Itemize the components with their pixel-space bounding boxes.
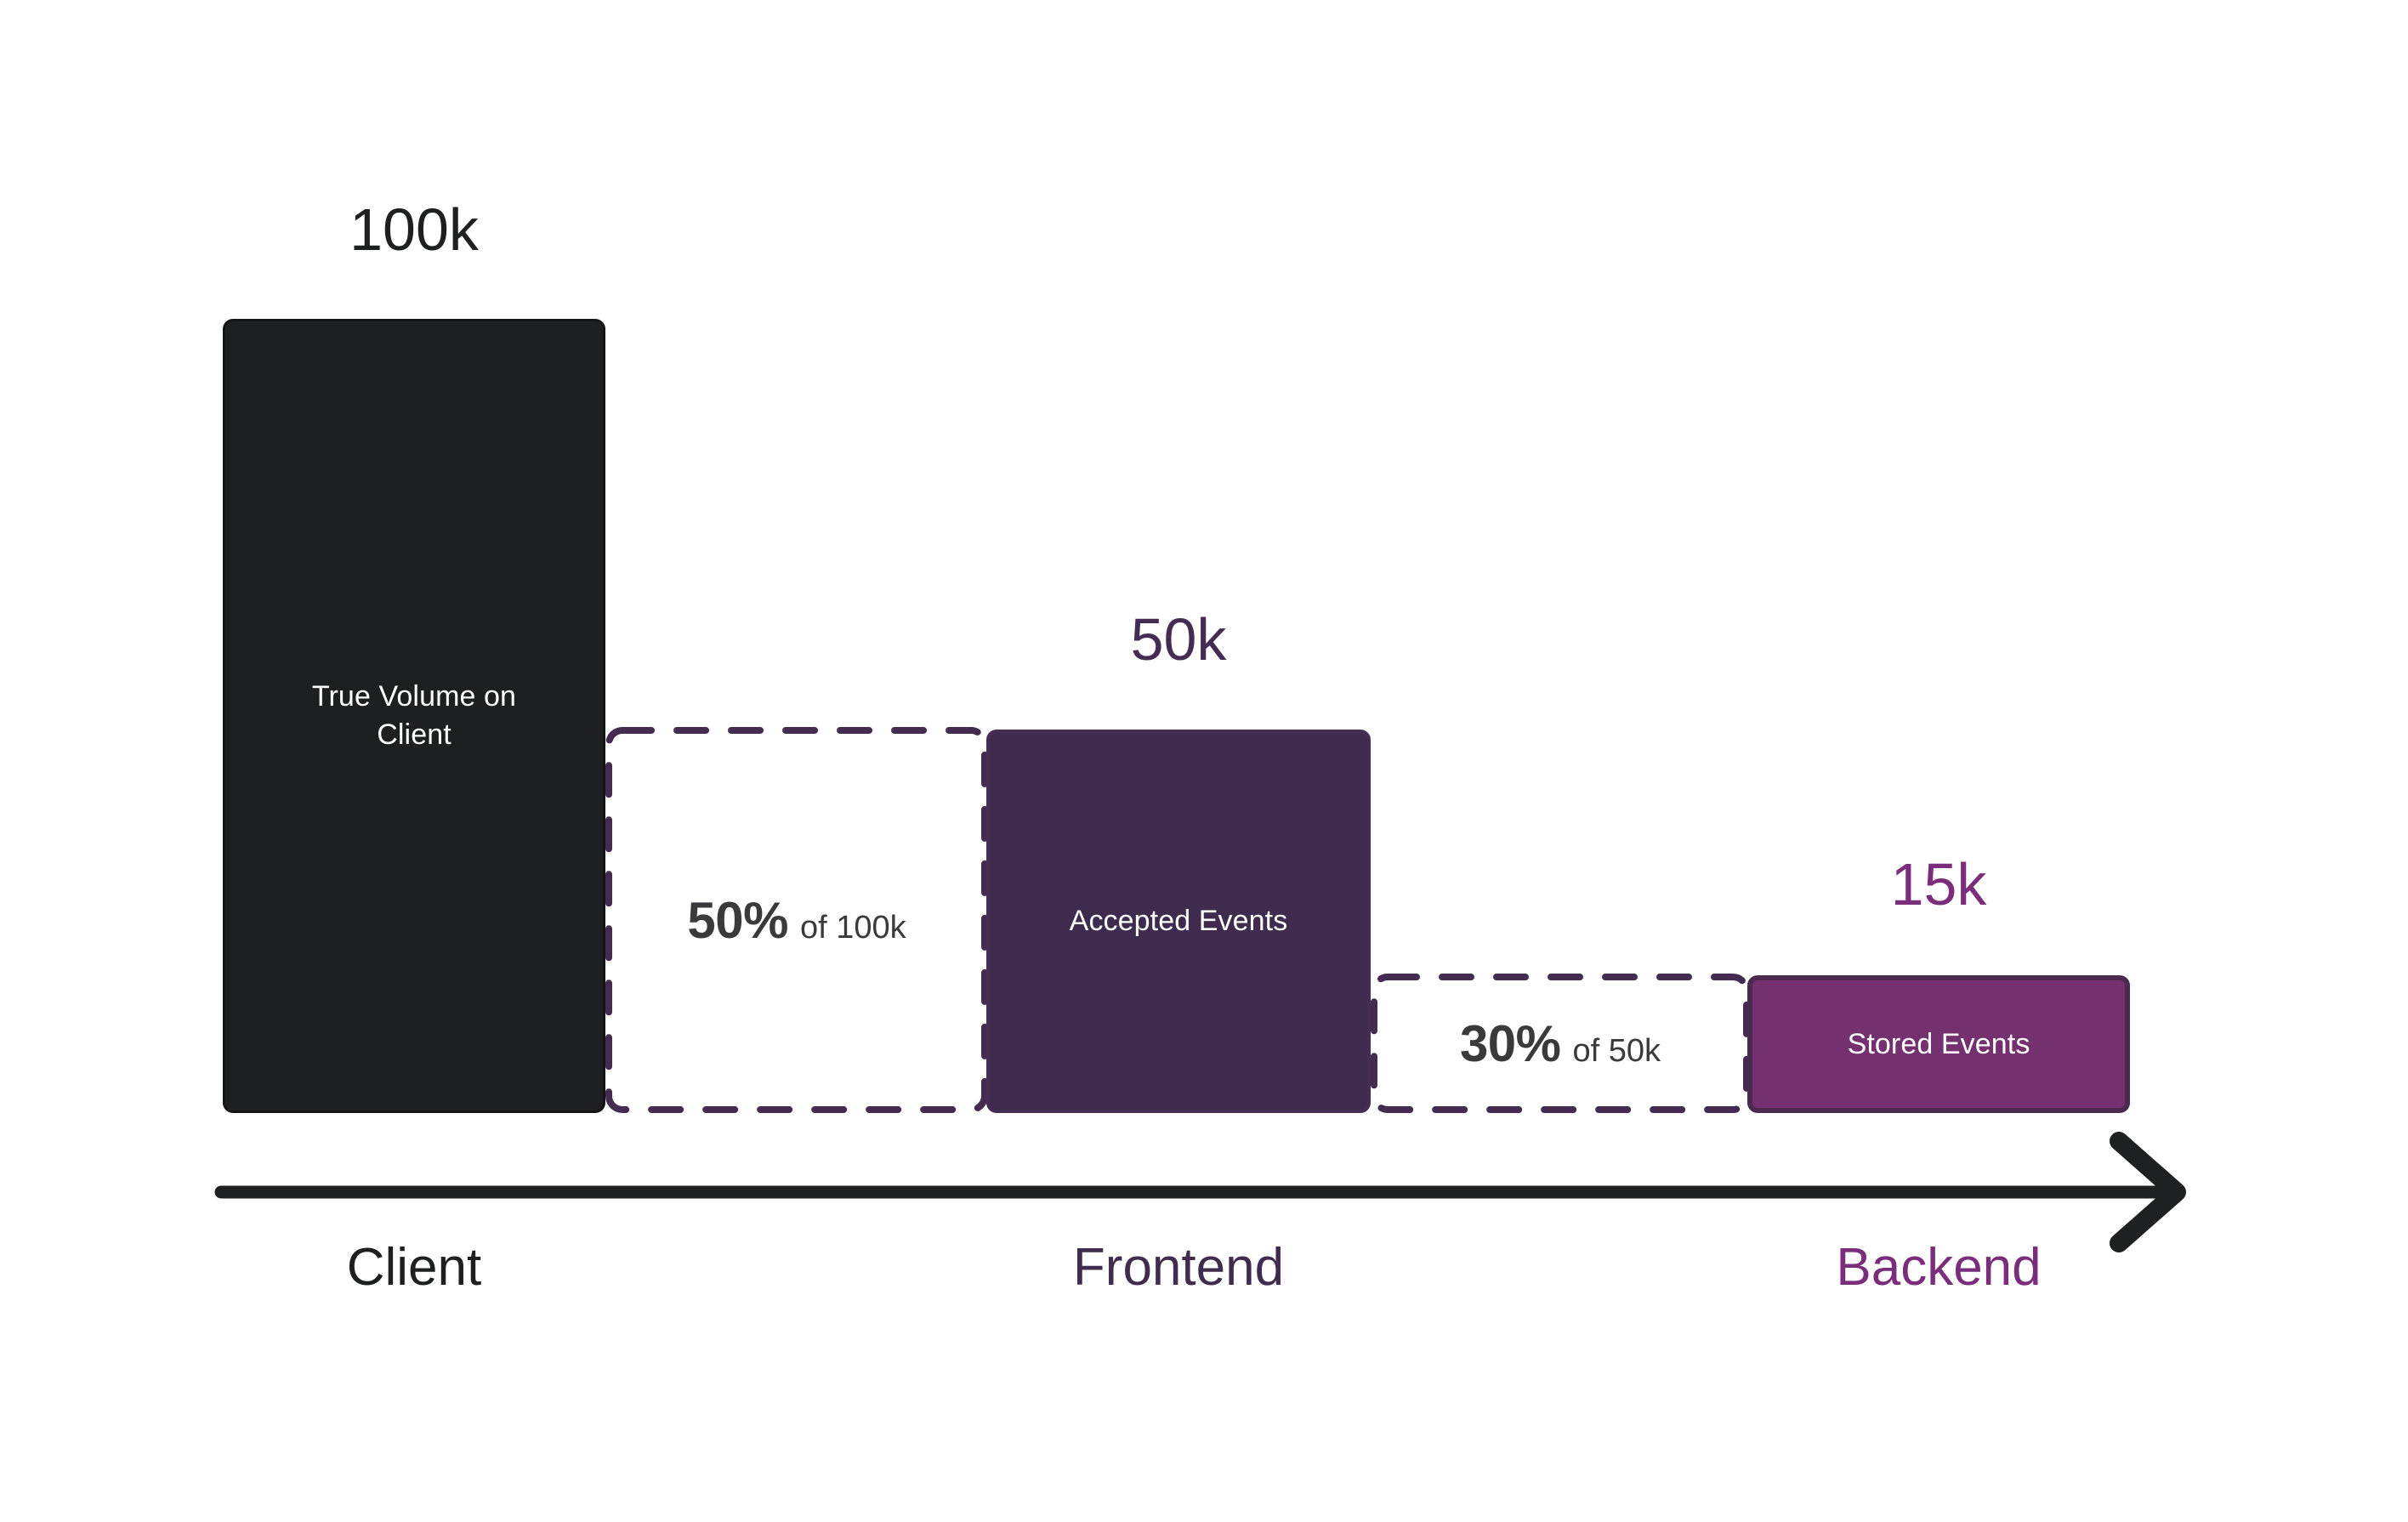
dashed-outline-icon bbox=[1371, 974, 1750, 1113]
stage-label-backend: Backend bbox=[1836, 1238, 2042, 1297]
drop-of-1: of 100k bbox=[799, 909, 906, 946]
drop-annotation-2: 30% of 50k bbox=[1460, 1014, 1661, 1073]
drop-box-client-to-frontend: 50% of 100k bbox=[605, 727, 988, 1113]
stage-label-client: Client bbox=[346, 1238, 482, 1297]
bar-frontend[interactable]: Accepted Events bbox=[986, 730, 1371, 1113]
drop-of-2: of 50k bbox=[1572, 1032, 1661, 1069]
drop-box-frontend-to-backend: 30% of 50k bbox=[1371, 974, 1750, 1113]
value-label-client: 100k bbox=[349, 196, 479, 263]
value-label-frontend: 50k bbox=[1130, 606, 1227, 673]
drop-percent-2: 30% bbox=[1459, 1014, 1561, 1072]
drop-annotation-1: 50% of 100k bbox=[687, 891, 906, 950]
bar-frontend-label: Accepted Events bbox=[1069, 905, 1288, 938]
value-label-backend: 15k bbox=[1890, 851, 1987, 917]
stage-label-frontend: Frontend bbox=[1072, 1238, 1285, 1297]
bar-client-label: True Volume on Client bbox=[311, 680, 517, 751]
dashed-outline-icon bbox=[605, 727, 988, 1113]
bar-client[interactable]: True Volume on Client bbox=[223, 319, 605, 1113]
drop-percent-1: 50% bbox=[687, 891, 788, 949]
bar-backend[interactable]: Stored Events bbox=[1747, 975, 2130, 1113]
axis-arrow-icon bbox=[214, 1132, 2186, 1252]
bar-backend-label: Stored Events bbox=[1847, 1027, 2030, 1060]
